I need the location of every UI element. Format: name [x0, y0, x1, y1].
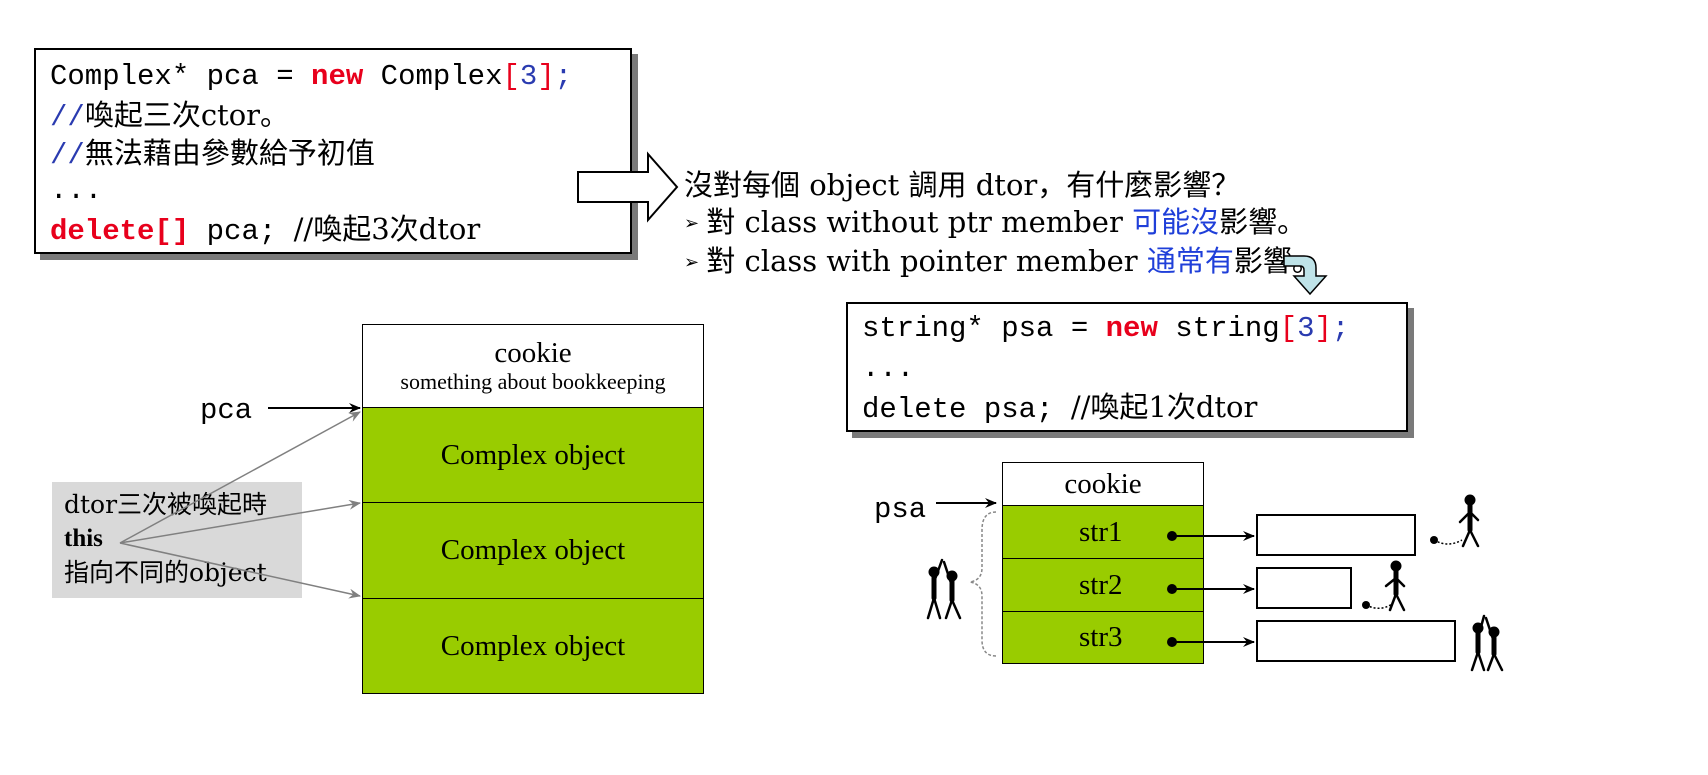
stick-figure-icon: [1458, 494, 1480, 548]
code-comment-init: //無法藉由參數給予初值: [50, 136, 375, 172]
code-ellipsis-2: ...: [862, 352, 915, 385]
this-arrow-2: [119, 499, 361, 544]
this-callout: dtor三次被喚起時 this 指向不同的object: [52, 482, 302, 598]
code-box-string: string* psa = new string[3]; ... delete …: [846, 302, 1408, 432]
code-ellipsis: ...: [50, 174, 103, 207]
code-line-new-complex: Complex* pca = new Complex[3];: [50, 60, 573, 93]
complex-object-block: Complex object: [362, 407, 704, 503]
string-buffer-1: [1256, 514, 1416, 556]
cookie-title-left: cookie: [494, 337, 572, 369]
big-right-arrow-icon: [577, 151, 679, 223]
pca-label: pca: [200, 394, 253, 427]
callout-line-1: dtor三次被喚起時: [64, 490, 268, 519]
stick-figures-pair-icon: [1470, 614, 1504, 672]
psa-label: psa: [874, 493, 927, 526]
this-arrow-1: [119, 411, 361, 544]
callout-this: this: [64, 525, 103, 552]
str-slot: str3: [1002, 611, 1204, 664]
code-comment-ctor: //喚起三次ctor。: [50, 98, 290, 134]
complex-object-block: Complex object: [362, 598, 704, 694]
cookie-block-left: cookie something about bookkeeping: [362, 324, 704, 408]
code-line-delete-single: delete psa; //喚起1次dtor: [862, 390, 1258, 426]
cookie-subtitle: something about bookkeeping: [400, 369, 666, 394]
string-buffer-3: [1256, 620, 1456, 662]
code-box-complex: Complex* pca = new Complex[3]; //喚起三次cto…: [34, 48, 632, 254]
stick-figures-pair-icon: [926, 558, 962, 620]
string-buffer-2: [1256, 567, 1352, 609]
callout-line-3: 指向不同的object: [64, 558, 267, 587]
curved-down-arrow-icon: [1283, 255, 1328, 296]
code-line-new-string: string* psa = new string[3];: [862, 312, 1350, 345]
question-text: 沒對每個 object 調用 dtor，有什麼影響？: [684, 168, 1241, 202]
complex-object-block: Complex object: [362, 502, 704, 599]
this-arrow-3: [119, 542, 361, 599]
code-line-delete-array: delete[] pca; //喚起3次dtor: [50, 212, 481, 248]
bullet-without-ptr: ➢ 對 class without ptr member 可能沒影響。: [684, 205, 1307, 239]
brace: [969, 511, 997, 657]
stick-figure-icon: [1384, 560, 1406, 612]
str-slot: str2: [1002, 558, 1204, 612]
